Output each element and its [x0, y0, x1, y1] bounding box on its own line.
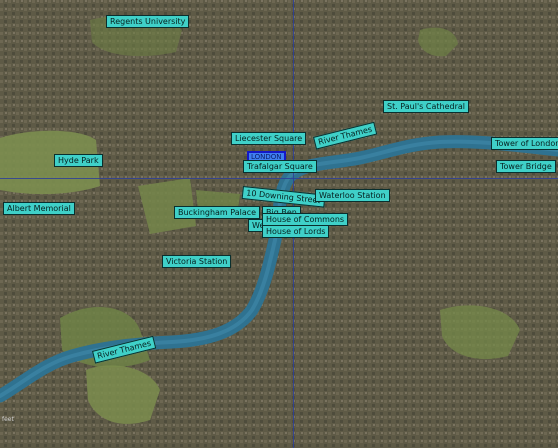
scale-unit: feet	[2, 416, 14, 423]
label-buckingham-palace[interactable]: Buckingham Palace	[174, 206, 261, 219]
label-house-of-lords[interactable]: House of Lords	[262, 225, 330, 238]
label-st-pauls-cathedral[interactable]: St. Paul's Cathedral	[383, 100, 469, 113]
crosshair-horizontal	[0, 178, 558, 179]
northeast-green	[418, 27, 458, 57]
label-tower-bridge[interactable]: Tower Bridge	[496, 160, 556, 173]
green-park	[138, 178, 196, 234]
label-hyde-park[interactable]: Hyde Park	[54, 154, 103, 167]
label-liecester-square[interactable]: Liecester Square	[231, 132, 307, 145]
east-green	[440, 305, 520, 360]
south-green	[86, 365, 160, 424]
label-waterloo-station[interactable]: Waterloo Station	[315, 189, 390, 202]
label-tower-of-london[interactable]: Tower of London	[491, 137, 558, 150]
label-trafalgar-square[interactable]: Trafalgar Square	[243, 160, 317, 173]
label-regents-university[interactable]: Regents University	[106, 15, 190, 28]
label-victoria-station[interactable]: Victoria Station	[162, 255, 232, 268]
label-albert-memorial[interactable]: Albert Memorial	[3, 202, 75, 215]
